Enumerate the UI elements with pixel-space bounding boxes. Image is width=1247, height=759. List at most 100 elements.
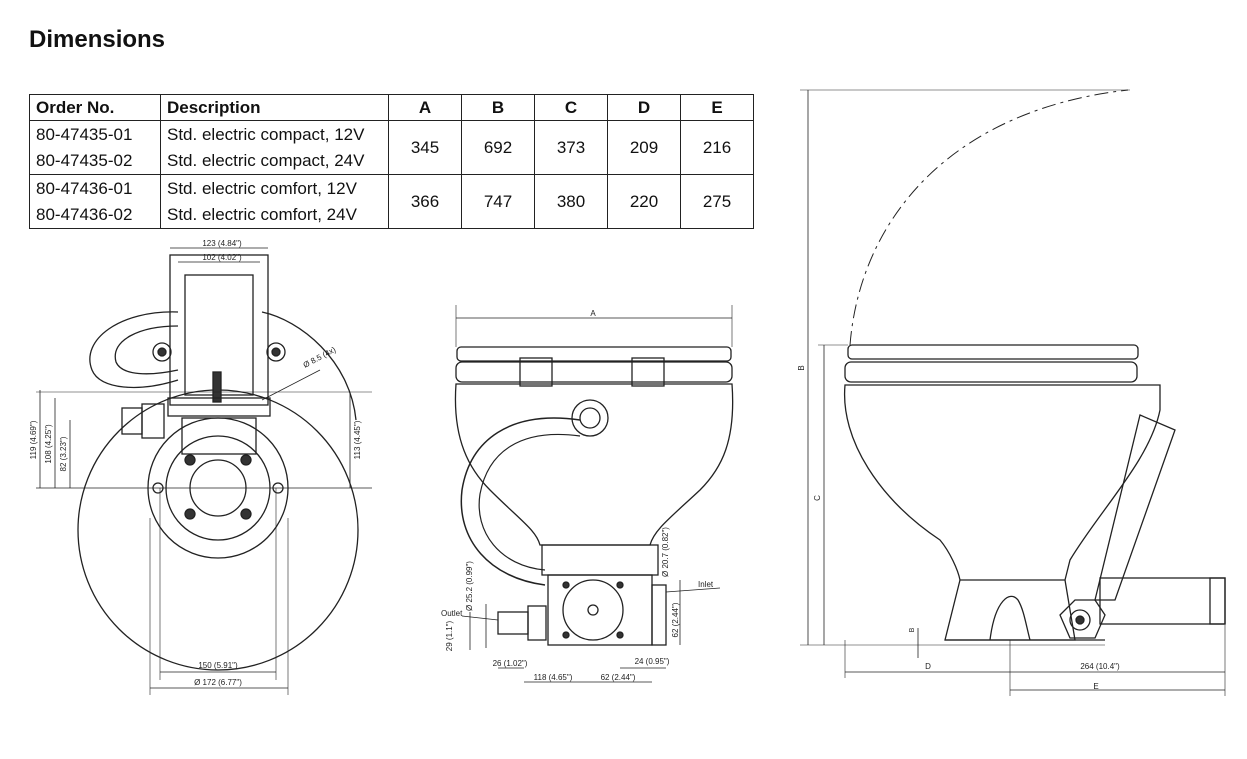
table-row: 80-47435-01 80-47435-02 Std. electric co… <box>29 120 754 175</box>
bowl-body <box>843 384 1161 581</box>
pump-motor <box>1059 599 1106 639</box>
mount-hole <box>266 342 286 362</box>
pump-shaft-center <box>1075 615 1085 625</box>
dim-label: 24 (0.95") <box>635 657 670 666</box>
bolt <box>184 508 196 520</box>
pump-shaft <box>587 604 599 616</box>
value-c: 373 <box>534 120 608 175</box>
dim-label: C <box>813 495 822 501</box>
value-e: 275 <box>680 174 754 229</box>
seat-ring <box>844 361 1138 383</box>
leader-line <box>665 587 721 593</box>
seat-hinge-loop <box>89 311 179 388</box>
order-no-cell: 80-47436-01 80-47436-02 <box>29 174 161 229</box>
outlet-nut <box>527 605 547 641</box>
dim-label: 118 (4.65") <box>534 673 573 682</box>
leader-line <box>261 369 321 401</box>
seat-hinge-loop-inner <box>114 325 179 375</box>
value-d: 209 <box>607 120 681 175</box>
pump-block <box>1099 577 1226 625</box>
bowl-base <box>944 579 1076 641</box>
pump-base <box>541 544 659 576</box>
dim-label: Ø 25.2 (0.99") <box>465 561 474 611</box>
dim-label: 26 (1.02") <box>493 659 528 668</box>
bolt <box>184 454 196 466</box>
header-description: Description <box>160 94 389 121</box>
description: Std. electric comfort, 12V <box>167 178 357 198</box>
dim-label: 62 (2.44") <box>671 602 680 637</box>
dim-label: B <box>797 365 806 370</box>
dim-label: B <box>909 627 916 632</box>
dim-label: 29 (1.1") <box>445 620 454 651</box>
dim-label: Ø 20.7 (0.82") <box>661 527 670 577</box>
description: Std. electric compact, 24V <box>167 150 365 170</box>
order-no-cell: 80-47435-01 80-47435-02 <box>29 120 161 175</box>
side-view: B C B D 264 (10.4") E <box>797 89 1226 696</box>
hose-connector-inner <box>579 407 601 429</box>
screw <box>616 631 624 639</box>
front-view: A Outlet Inlet 29 (1.1") Ø 25.2 (0.99") … <box>441 305 734 683</box>
value-b: 747 <box>461 174 535 229</box>
mount-hole-center <box>271 347 281 357</box>
dim-label: 62 (2.44") <box>601 673 636 682</box>
value-c: 380 <box>534 174 608 229</box>
bolt <box>240 454 252 466</box>
outlet-fitting <box>121 407 143 435</box>
order-no: 80-47436-02 <box>36 204 133 224</box>
description: Std. electric compact, 12V <box>167 124 365 144</box>
header-order-no: Order No. <box>29 94 161 121</box>
page-title: Dimensions <box>29 26 166 53</box>
pump-end <box>1209 577 1226 625</box>
seat-ring <box>455 361 733 383</box>
description-cell: Std. electric comfort, 12V Std. electric… <box>160 174 389 229</box>
dim-label: E <box>1093 682 1098 691</box>
header-d: D <box>607 94 681 121</box>
dim-label: 82 (3.23") <box>59 436 68 471</box>
value-d: 220 <box>607 174 681 229</box>
lid-swing-arc <box>849 89 1129 346</box>
motor-tab <box>212 371 222 403</box>
header-a: A <box>388 94 462 121</box>
dim-label: Ø 172 (6.77") <box>194 678 242 687</box>
order-no: 80-47436-01 <box>36 178 133 198</box>
dim-label: 123 (4.84") <box>202 239 242 248</box>
dim-label: 264 (10.4") <box>1080 662 1120 671</box>
discharge-hose-inner <box>478 434 581 571</box>
motor-housing <box>169 254 269 406</box>
dim-label: 102 (4.02") <box>202 253 242 262</box>
pump-body <box>181 417 257 455</box>
bowl-outline <box>77 389 359 671</box>
order-no: 80-47435-02 <box>36 150 133 170</box>
hose-connector <box>571 399 609 437</box>
dim-label: A <box>590 309 596 318</box>
inlet-hose <box>1094 414 1176 601</box>
outlet-label: Outlet <box>441 609 463 618</box>
value-e: 216 <box>680 120 754 175</box>
seat-lid <box>847 344 1139 360</box>
screw <box>562 581 570 589</box>
top-view: 123 (4.84") 102 (4.02") Ø 8.5 (4x) 119 (… <box>29 239 372 695</box>
table-row: 80-47436-01 80-47436-02 Std. electric co… <box>29 174 754 229</box>
dim-label: 150 (5.91") <box>198 661 238 670</box>
dimensions-table: Order No. Description A B C D E 80-47435… <box>29 94 754 229</box>
outlet-fitting <box>497 611 529 635</box>
dim-label: 119 (4.69") <box>29 420 38 459</box>
flange <box>167 397 271 417</box>
table-header-row: Order No. Description A B C D E <box>29 94 754 121</box>
leader-line <box>461 615 499 621</box>
outlet-nut <box>141 403 165 439</box>
inlet-label: Inlet <box>698 580 714 589</box>
dim-label: D <box>925 662 931 671</box>
value-a: 366 <box>388 174 462 229</box>
bowl-rim <box>261 311 357 421</box>
hinge <box>631 357 665 387</box>
dim-label: 108 (4.25") <box>44 424 53 464</box>
seat-lid <box>456 346 732 362</box>
bowl-body <box>454 383 734 546</box>
dim-label: Ø 8.5 (4x) <box>302 345 338 370</box>
hinge <box>519 357 553 387</box>
header-c: C <box>534 94 608 121</box>
mount-hole <box>152 342 172 362</box>
pump-shaft <box>1069 609 1091 631</box>
screw <box>562 631 570 639</box>
